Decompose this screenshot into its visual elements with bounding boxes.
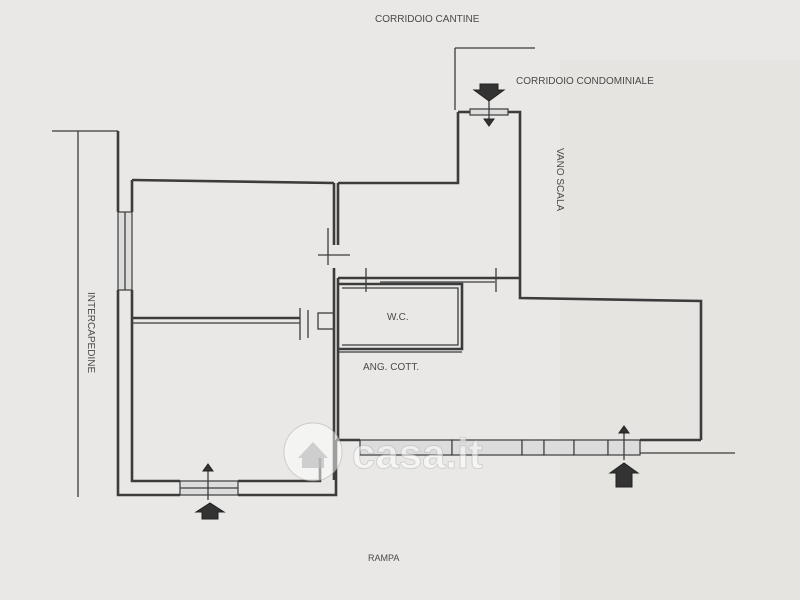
room-labels: CORRIDOIO CANTINE CORRIDOIO CONDOMINIALE…: [85, 14, 654, 563]
right-block-wall: [518, 280, 703, 440]
top-wall-right-room: [338, 112, 460, 185]
wc-inner-walls: [342, 287, 459, 346]
outside-lines: [52, 47, 735, 497]
entrance-arrows: [194, 83, 640, 520]
label-corridoio-cantine: CORRIDOIO CANTINE: [375, 14, 480, 25]
door-ticks: [299, 228, 497, 340]
watermark: casa.it: [283, 422, 483, 482]
label-ang-cott: ANG. COTT.: [363, 362, 419, 373]
label-wc: W.C.: [387, 312, 409, 323]
front-window-3: [521, 439, 545, 456]
entry-arrow-bottom-left-head-icon: [202, 463, 214, 472]
internal-walls: [132, 183, 520, 480]
front-window-4: [543, 439, 575, 456]
wc-walls: [338, 282, 464, 351]
watermark-house-icon: [298, 442, 328, 468]
top-wall-left-room: [131, 178, 335, 185]
door-jamb-block: [317, 312, 335, 330]
label-corridoio-condominiale: CORRIDOIO CONDOMINIALE: [516, 76, 654, 87]
entry-arrow-top-head-icon: [483, 118, 495, 127]
watermark-text: casa.it: [352, 430, 483, 477]
left-wall-inner-bottom: [130, 290, 180, 483]
paper-shadow: [560, 60, 800, 600]
front-window-5: [573, 439, 609, 456]
left-wall-outer-bottom: [116, 290, 180, 497]
entrance-right-wall: [508, 110, 522, 280]
entry-arrow-bottom-left-icon: [194, 502, 226, 520]
label-rampa: RAMPA: [368, 553, 399, 563]
entry-arrow-bottom-right-head-icon: [618, 425, 630, 434]
label-intercapedine: INTERCAPEDINE: [85, 292, 96, 373]
label-vano-scala: VANO SCALA: [554, 148, 565, 211]
entry-arrow-top-icon: [472, 83, 506, 102]
entry-arrow-bottom-right-icon: [608, 462, 640, 488]
